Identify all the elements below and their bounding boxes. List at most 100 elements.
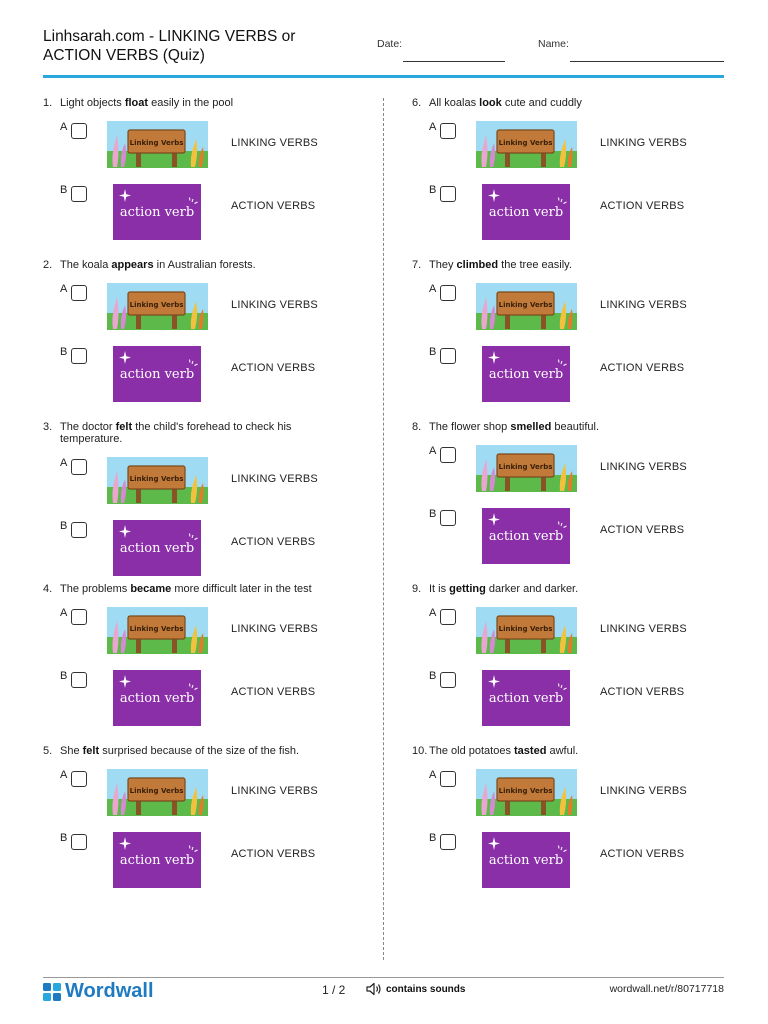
action-verbs-image: action verb [113,184,201,240]
option-a[interactable]: A Linking Verbs LINKING VERBS [43,457,363,515]
option-b[interactable]: B action verb ACTION VERBS [412,832,732,890]
option-checkbox[interactable] [71,609,87,625]
sound-notice: contains sounds [366,982,465,996]
wordwall-logo: Wordwall [43,980,154,1003]
sentence-start: The doctor [60,421,116,433]
option-b[interactable]: B action verb ACTION VERBS [43,520,363,578]
option-a[interactable]: A Linking Verbs LINKING VERBS [43,607,363,665]
linking-verbs-image: Linking Verbs [476,283,577,330]
option-checkbox[interactable] [71,348,87,364]
option-checkbox[interactable] [440,510,456,526]
activity-url[interactable]: wordwall.net/r/80717718 [609,983,724,995]
option-label: ACTION VERBS [600,362,685,374]
option-b[interactable]: B action verb ACTION VERBS [412,508,732,566]
action-verbs-image-text: action verb [120,205,194,220]
question-number: 10. [412,745,428,757]
option-a[interactable]: A Linking Verbs LINKING VERBS [412,283,732,341]
question-sentence: The flower shop smelled beautiful. [429,421,689,433]
action-verbs-image: action verb [482,832,570,888]
option-checkbox[interactable] [440,672,456,688]
option-checkbox[interactable] [71,522,87,538]
option-checkbox[interactable] [440,447,456,463]
question-sentence: The doctor felt the child's forehead to … [60,421,320,445]
option-label: LINKING VERBS [600,461,687,473]
target-verb: tasted [514,745,547,757]
action-verbs-image-text: action verb [489,691,563,706]
sentence-end: the tree easily. [498,259,572,271]
option-checkbox[interactable] [71,123,87,139]
option-b[interactable]: B action verb ACTION VERBS [43,184,363,242]
option-checkbox[interactable] [440,609,456,625]
option-a[interactable]: A Linking Verbs LINKING VERBS [43,769,363,827]
sentence-start: The problems [60,583,131,595]
question-3: 3. The doctor felt the child's forehead … [43,421,363,576]
option-checkbox[interactable] [440,186,456,202]
option-checkbox[interactable] [440,834,456,850]
sound-notice-text: contains sounds [386,983,466,995]
option-checkbox[interactable] [71,459,87,475]
target-verb: getting [449,583,486,595]
sentence-start: The koala [60,259,112,271]
sentence-start: Light objects [60,97,125,109]
option-b[interactable]: B action verb ACTION VERBS [412,346,732,404]
option-b[interactable]: B action verb ACTION VERBS [43,346,363,404]
option-checkbox[interactable] [440,348,456,364]
option-label: LINKING VERBS [231,137,318,149]
action-verbs-image-text: action verb [489,853,563,868]
brand-name: Wordwall [65,980,154,1002]
sentence-start: They [429,259,457,271]
question-8: 8. The flower shop smelled beautiful. A … [412,421,732,573]
option-letter: B [60,346,68,358]
option-checkbox[interactable] [440,771,456,787]
action-verbs-image: action verb [113,832,201,888]
target-verb: felt [115,421,133,433]
option-b[interactable]: B action verb ACTION VERBS [412,184,732,242]
action-verbs-image-text: action verb [489,529,563,544]
option-letter: B [429,832,437,844]
option-b[interactable]: B action verb ACTION VERBS [412,670,732,728]
linking-verbs-image-text: Linking Verbs [130,139,184,147]
linking-verbs-image: Linking Verbs [476,769,577,816]
page-header: Linhsarah.com - LINKING VERBS or ACTION … [43,27,724,75]
option-b[interactable]: B action verb ACTION VERBS [43,670,363,728]
sentence-end: awful. [546,745,579,757]
date-field[interactable] [403,61,505,62]
option-a[interactable]: A Linking Verbs LINKING VERBS [43,283,363,341]
question-number: 5. [43,745,53,757]
option-letter: A [429,607,437,619]
linking-verbs-image-text: Linking Verbs [130,475,184,483]
option-a[interactable]: A Linking Verbs LINKING VERBS [43,121,363,179]
question-2: 2. The koala appears in Australian fores… [43,259,363,411]
name-label: Name: [538,38,569,50]
action-verbs-image: action verb [482,508,570,564]
linking-verbs-image-text: Linking Verbs [499,301,553,309]
option-a[interactable]: A Linking Verbs LINKING VERBS [412,769,732,827]
question-sentence: The koala appears in Australian forests. [60,259,320,271]
linking-verbs-image: Linking Verbs [107,283,208,330]
option-a[interactable]: A Linking Verbs LINKING VERBS [412,121,732,179]
option-checkbox[interactable] [71,771,87,787]
option-checkbox[interactable] [71,672,87,688]
option-letter: B [429,346,437,358]
option-label: ACTION VERBS [231,848,316,860]
linking-verbs-image-text: Linking Verbs [499,139,553,147]
sentence-end: the child's forehead to check his temper… [60,421,292,445]
sentence-end: in Australian forests. [153,259,256,271]
sentence-start: All koalas [429,97,480,109]
target-verb: float [124,97,149,109]
question-number: 8. [412,421,422,433]
option-b[interactable]: B action verb ACTION VERBS [43,832,363,890]
option-label: LINKING VERBS [600,623,687,635]
option-a[interactable]: A Linking Verbs LINKING VERBS [412,445,732,503]
option-checkbox[interactable] [71,285,87,301]
question-sentence: The problems became more difficult later… [60,583,320,595]
option-a[interactable]: A Linking Verbs LINKING VERBS [412,607,732,665]
option-label: ACTION VERBS [231,200,316,212]
option-checkbox[interactable] [71,186,87,202]
option-checkbox[interactable] [440,285,456,301]
option-checkbox[interactable] [440,123,456,139]
linking-verbs-image: Linking Verbs [107,457,208,504]
name-field[interactable] [570,61,724,62]
question-10: 10. The old potatoes tasted awful. A Lin… [412,745,732,897]
option-checkbox[interactable] [71,834,87,850]
